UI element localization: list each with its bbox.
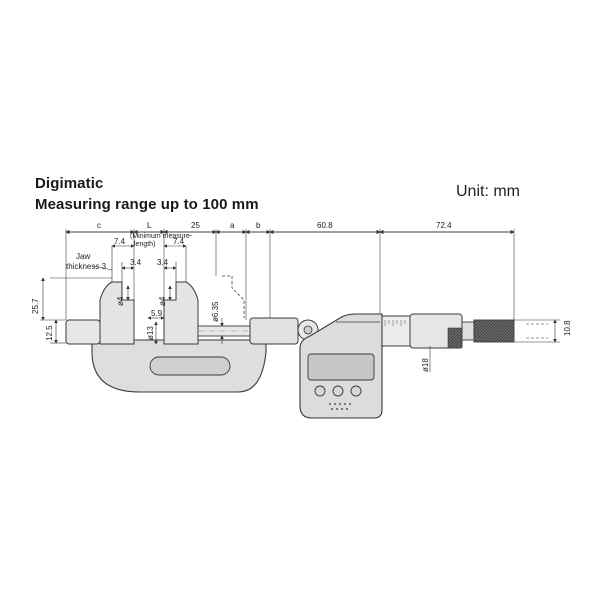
dim-3-4-right: 3.4 <box>157 258 169 267</box>
alternate-jaw-outline <box>222 275 245 318</box>
dim-7-4-left: 7.4 <box>114 237 126 246</box>
dim-3-4-left: 3.4 <box>130 258 142 267</box>
left-jaw <box>99 281 135 345</box>
ratchet-neck <box>461 321 475 341</box>
clamp-knob <box>303 325 313 335</box>
jaw-note-1: Jaw <box>76 252 90 261</box>
dim-25-7: 25.7 <box>31 298 40 314</box>
jaw-inner-dimensions <box>126 285 172 345</box>
dim-phi4-left: ø4 <box>116 296 125 306</box>
jaw-leader <box>93 265 113 271</box>
dim-phi13: ø13 <box>146 326 155 340</box>
speaker-holes <box>329 403 351 410</box>
right-jaw <box>163 281 199 345</box>
dim-7-4-right: 7.4 <box>173 237 185 246</box>
dim-12-5: 12.5 <box>45 325 54 341</box>
dim-60-8: 60.8 <box>317 221 333 230</box>
sleeve <box>381 315 411 347</box>
ratchet-stop[interactable] <box>473 319 515 343</box>
frame-window <box>149 356 231 376</box>
dim-10-8: 10.8 <box>563 320 572 336</box>
zero-button[interactable] <box>332 385 344 397</box>
dim-5-9: 5.9 <box>151 309 163 318</box>
dim-b: b <box>256 221 261 230</box>
origin-button[interactable] <box>314 385 326 397</box>
extension-lines <box>65 229 515 320</box>
data-button[interactable] <box>350 385 362 397</box>
jaw-note-2: thickness 3 <box>66 262 107 271</box>
ratchet-dimension <box>514 319 560 343</box>
dim-72-4: 72.4 <box>436 221 452 230</box>
dim-25: 25 <box>191 221 200 230</box>
dim-c: c <box>97 221 101 230</box>
figure-subtitle: Measuring range up to 100 mm <box>35 196 259 213</box>
tip-width-dimensions <box>121 262 177 300</box>
anvil-end <box>65 319 101 345</box>
spindle-housing <box>249 317 299 345</box>
min-measure-note-1: (Minimum measure- <box>130 233 193 240</box>
thimble-knurl <box>447 327 463 349</box>
dim-a: a <box>230 221 235 230</box>
dim-phi6-35: ø6.35 <box>211 301 220 322</box>
min-measure-note-2: length) <box>134 241 155 248</box>
unit-label: Unit: mm <box>456 183 520 200</box>
dim-phi18: ø18 <box>421 358 430 372</box>
figure-title: Digimatic <box>35 175 104 192</box>
sleeve-graduations <box>384 320 406 326</box>
dim-phi4-right: ø4 <box>158 296 167 306</box>
jaw-offset-dimensions <box>111 244 187 300</box>
height-dimensions <box>40 277 112 344</box>
lcd-display <box>307 353 375 381</box>
dim-L: L <box>147 221 152 230</box>
